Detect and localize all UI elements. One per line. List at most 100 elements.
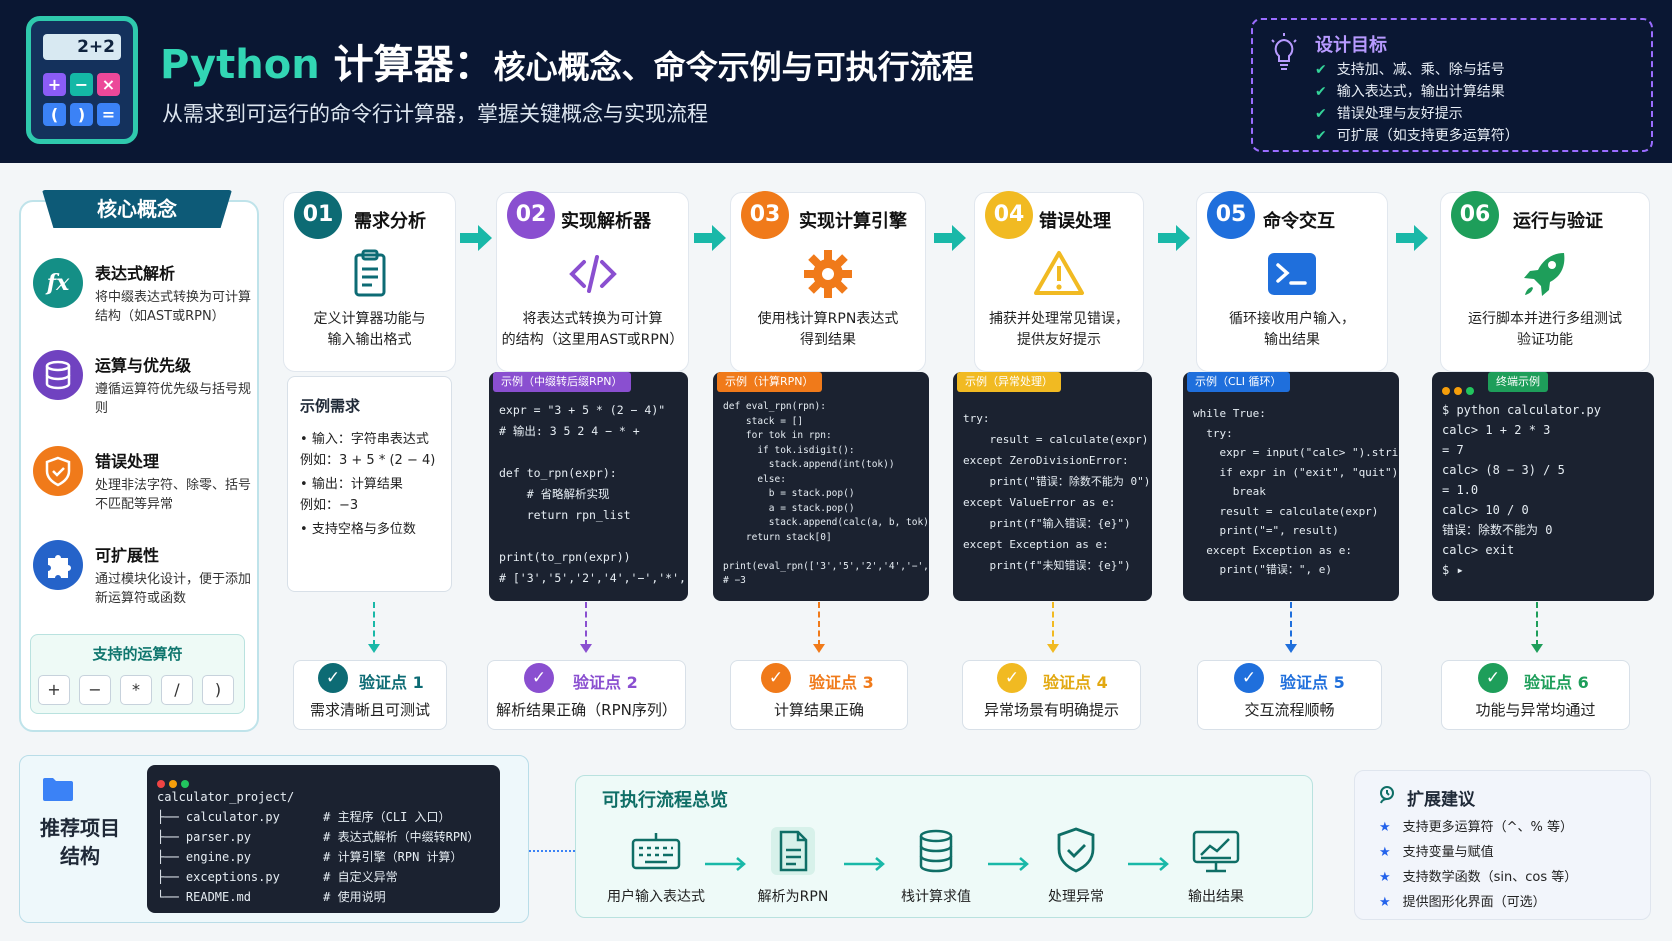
goal-text: 可扩展（如支持更多运算符） [1336, 128, 1519, 144]
check-icon: ✔ [1315, 106, 1327, 122]
check-circle-icon: ✓ [761, 663, 791, 693]
check-icon: ✔ [1315, 62, 1327, 78]
flow-step: 处理异常 [1016, 824, 1136, 906]
checkpoint-desc: 功能与异常均通过 [1475, 701, 1596, 719]
code-block: try: result = calculate(expr) except Zer… [963, 412, 1151, 572]
requirement-text: 支持空格与多位数 [311, 522, 416, 537]
step-number: 03 [741, 191, 789, 239]
requirement-item: • 输出：计算结果 例如：−3 [300, 477, 403, 513]
checkpoint-desc: 交互流程顺畅 [1244, 701, 1335, 719]
connector-tip [580, 644, 592, 653]
database-icon [919, 829, 953, 873]
parser-code-panel: 示例（中缀转后缀RPN） expr = "3 + 5 * (2 − 4)" # … [489, 372, 688, 601]
extension-text: 提供图形化界面（可选） [1402, 895, 1546, 910]
requirement-title: 示例需求 [300, 397, 361, 415]
checkpoint-title: 验证点 6 [1524, 673, 1589, 692]
gear-icon [804, 250, 852, 298]
operator-key: / [161, 675, 193, 705]
logo-display: 2+2 [43, 34, 121, 60]
step-card-06: 06 运行与验证 运行脚本并进行多组测试 验证功能 [1440, 191, 1650, 372]
step-card-02: 02 实现解析器 将表达式转换为可计算 的结构（这里用AST或RPN） [496, 191, 689, 372]
flow-label: 输出结果 [1188, 889, 1244, 905]
connector-line [373, 602, 375, 646]
connector-tip [1531, 644, 1543, 653]
code-block: def eval_rpn(rpn): stack = [] for tok in… [723, 401, 929, 586]
document-icon [771, 827, 815, 875]
folder-icon [43, 778, 73, 801]
goal-item: ✔ 支持加、减、乘、除与括号 [1315, 59, 1519, 81]
project-tree: calculator_project/ ├── calculator.py # … [147, 765, 500, 913]
star-icon: ★ [1379, 845, 1391, 860]
code-tag: 示例（中缀转后缀RPN） [493, 372, 631, 392]
connector-tip [1285, 644, 1297, 653]
goal-text: 支持加、减、乘、除与括号 [1336, 62, 1505, 78]
database-icon [33, 350, 83, 400]
step-card-01: 01 需求分析 定义计算器功能与 输入输出格式 [283, 191, 456, 372]
extension-text: 支持变量与赋值 [1402, 845, 1494, 860]
code-block: while True: try: expr = input("calc> ").… [1193, 407, 1399, 576]
code-tag: 终端示例 [1488, 372, 1548, 392]
logo-key: = [97, 103, 120, 126]
requirement-item: • 支持空格与多位数 [300, 522, 416, 537]
checkpoint-desc: 解析结果正确（RPN序列） [496, 701, 677, 719]
requirement-item: • 输入：字符串表达式 例如：3 + 5 * (2 − 4) [300, 432, 436, 468]
step-card-03: 03 实现计算引擎 使用栈计算RPN表达式 得到结果 [730, 191, 926, 372]
error-code-panel: 示例（异常处理） try: result = calculate(expr) e… [953, 372, 1152, 601]
step-card-04: 04 错误处理 捕获并处理常见错误， 提供友好提示 [974, 191, 1144, 372]
step-title: 错误处理 [1039, 211, 1111, 232]
example-requirement-box: 示例需求 • 输入：字符串表达式 例如：3 + 5 * (2 − 4) • 输出… [287, 376, 452, 592]
title-rest: 核心概念、命令示例与可执行流程 [493, 48, 974, 86]
title-python: Python [160, 42, 320, 88]
engine-code-panel: 示例（计算RPN） def eval_rpn(rpn): stack = [] … [713, 372, 929, 601]
checkpoint-3: ✓ 验证点 3 计算结果正确 [730, 660, 908, 730]
terminal-panel: 终端示例 $ python calculator.py calc> 1 + 2 … [1432, 372, 1654, 601]
arrow-right-icon [694, 225, 726, 251]
check-circle-icon: ✓ [1234, 663, 1264, 693]
code-tag: 示例（CLI 循环） [1187, 372, 1290, 392]
code-block: expr = "3 + 5 * (2 − 4)" # 输出: 3 5 2 4 −… [499, 403, 688, 585]
lightbulb-icon [1271, 33, 1297, 70]
star-icon: ★ [1379, 895, 1391, 910]
checkpoint-title: 验证点 4 [1043, 673, 1108, 692]
checkpoint-2: ✓ 验证点 2 解析结果正确（RPN序列） [487, 660, 686, 730]
check-circle-icon: ✓ [318, 663, 348, 693]
monitor-chart-icon [1192, 830, 1240, 873]
goal-item: ✔ 可扩展（如支持更多运算符） [1315, 125, 1519, 147]
clipboard-icon [354, 249, 385, 297]
connector-tip [813, 644, 825, 653]
flow-label: 栈计算求值 [901, 889, 971, 905]
project-title: 推荐项目 结构 [40, 816, 120, 868]
window-dots [1442, 380, 1478, 399]
code-block: $ python calculator.py calc> 1 + 2 * 3 =… [1442, 403, 1601, 577]
operators-title: 支持的运算符 [92, 645, 183, 663]
code-icon [568, 255, 617, 293]
logo-key: + [43, 73, 66, 96]
step-number: 02 [507, 191, 555, 239]
step-card-05: 05 命令交互 循环接收用户输入， 输出结果 [1196, 191, 1388, 372]
concept-title: 运算与优先级 [95, 356, 192, 375]
page-subtitle: 从需求到可运行的命令行计算器，掌握关键概念与实现流程 [162, 102, 708, 126]
operator-key: ) [202, 675, 234, 705]
requirement-text: 输出：计算结果 例如：−3 [300, 477, 403, 513]
goal-text: 输入表达式，输出计算结果 [1336, 84, 1505, 100]
extension-list: ★支持更多运算符（^、% 等） ★支持变量与赋值 ★支持数学函数（sin、cos… [1379, 815, 1577, 915]
function-icon: fx [33, 258, 83, 308]
flow-label: 处理异常 [1048, 889, 1104, 905]
keyboard-icon [631, 833, 681, 870]
user-gear-icon [1380, 786, 1394, 804]
concept-title: 表达式解析 [95, 264, 176, 283]
checkpoint-desc: 需求清晰且可测试 [309, 701, 430, 719]
code-tag: 示例（计算RPN） [717, 372, 822, 392]
checkpoint-desc: 异常场景有明确提示 [983, 701, 1119, 719]
check-icon: ✔ [1315, 128, 1327, 144]
extension-text: 支持数学函数（sin、cos 等） [1402, 870, 1578, 885]
goal-item: ✔错误处理与友好提示 [1315, 103, 1519, 125]
check-circle-icon: ✓ [997, 663, 1027, 693]
arrow-right-icon [460, 225, 492, 251]
goal-item: ✔输入表达式，输出计算结果 [1315, 81, 1519, 103]
flow-overview-panel: 可执行流程总览 用户输入表达式 解析为RPN 栈计算求值 处理异常 输出结果 [575, 775, 1313, 918]
rocket-icon [1524, 253, 1565, 296]
extension-panel: 扩展建议 ★支持更多运算符（^、% 等） ★支持变量与赋值 ★支持数学函数（si… [1354, 770, 1651, 920]
concept-title: 错误处理 [95, 452, 160, 471]
connector-line [1536, 602, 1538, 646]
